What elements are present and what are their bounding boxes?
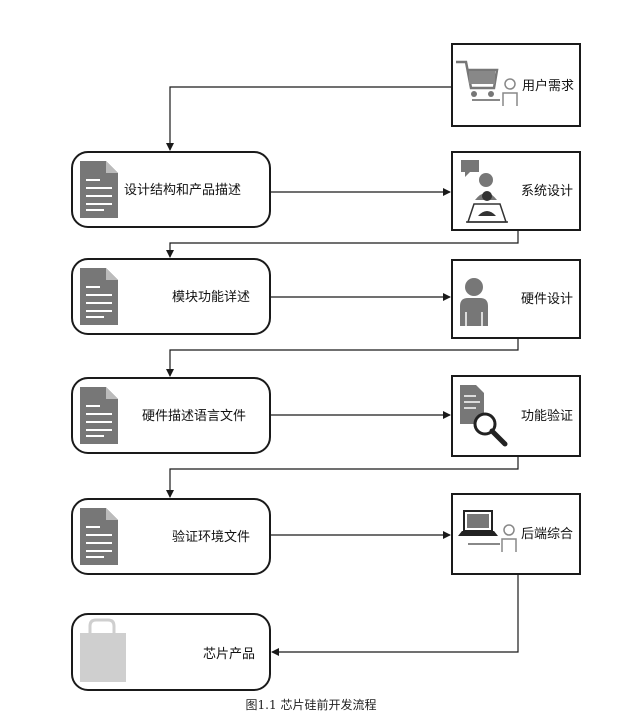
document-icon [80,508,118,565]
person-icon [460,278,488,326]
arrow-hardware-to-hdl [166,338,519,377]
arrow-backend-to-chip [271,574,519,656]
node-functional-verification: 功能验证 [451,375,581,457]
node-label: 芯片产品 [203,647,255,662]
node-label: 用户需求 [522,78,574,94]
node-label: 系统设计 [521,184,573,199]
node-hdl-files: 硬件描述语言文件 [71,377,271,454]
node-hardware-design: 硬件设计 [451,259,581,339]
document-magnifier-icon [460,385,508,447]
node-label: 硬件描述语言文件 [142,409,246,424]
node-system-design: 系统设计 [451,151,581,231]
shopping-cart-user-icon [456,60,518,106]
node-label: 验证环境文件 [172,529,250,545]
connectors [166,86,519,656]
node-label: 模块功能详述 [172,290,250,305]
node-user-requirements: 用户需求 [451,43,581,127]
node-backend-synthesis: 后端综合 [451,493,581,575]
meeting-people-icon [461,160,508,223]
document-icon [80,387,118,444]
document-icon [80,161,118,218]
node-label: 后端综合 [521,527,573,542]
laptop-user-icon [458,510,517,552]
node-verification-env-files: 验证环境文件 [71,498,271,575]
node-chip-product: 芯片产品 [71,613,271,691]
node-module-function-detail: 模块功能详述 [71,258,271,335]
node-design-structure: 设计结构和产品描述 [71,151,271,228]
shopping-bag-icon [80,618,126,682]
figure-caption: 图1.1 芯片硅前开发流程 [245,698,377,712]
document-icon [80,268,118,325]
arrow-requirements-to-design [166,86,452,151]
arrow-verification-to-env [166,456,519,498]
node-label: 功能验证 [521,408,573,424]
node-label: 硬件设计 [521,292,573,307]
node-label: 设计结构和产品描述 [124,183,241,198]
arrow-system-to-module [166,230,519,258]
